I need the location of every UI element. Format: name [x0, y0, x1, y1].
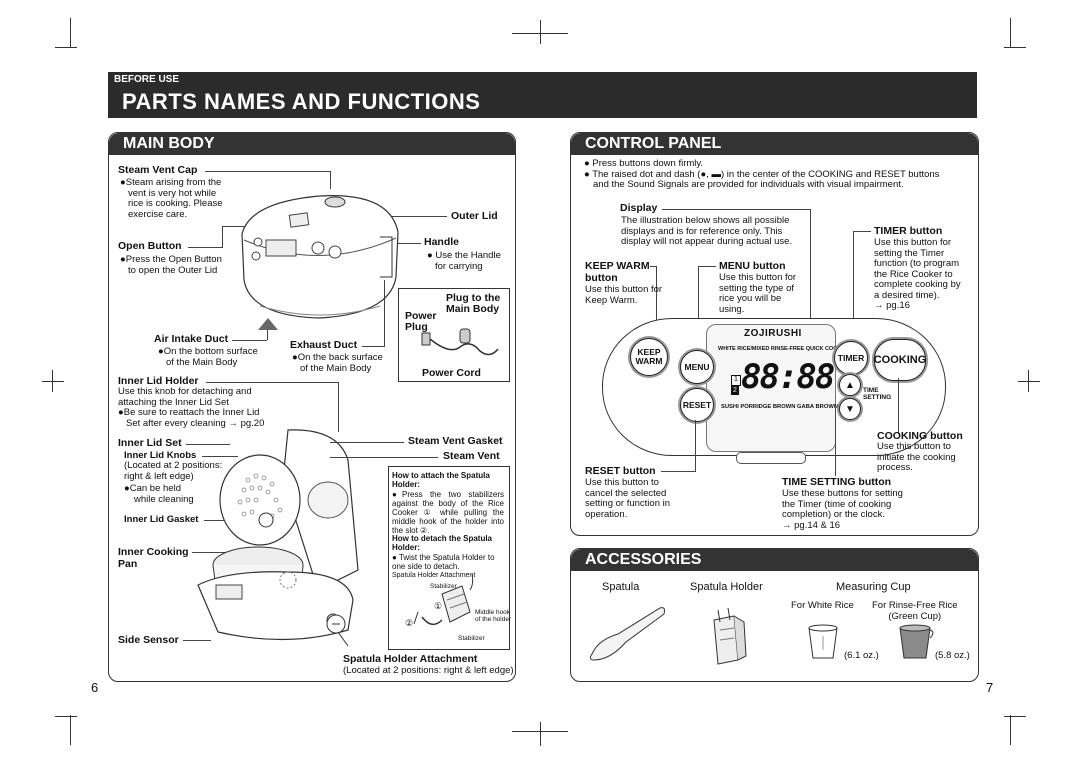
inner-lid-knobs-desc: (Located at 2 positions: right & left ed…: [124, 460, 223, 505]
main-body-heading: MAIN BODY: [109, 133, 515, 155]
accessories-heading: ACCESSORIES: [571, 549, 978, 571]
steam-vent-cap-desc: ●Steam arising from the vent is very hot…: [120, 177, 223, 220]
title-banner: BEFORE USE PARTS NAMES AND FUNCTIONS: [108, 72, 977, 118]
circle-1: ①: [434, 601, 443, 611]
reset-label: RESET button: [585, 465, 656, 477]
open-button-label: Open Button: [118, 240, 182, 252]
open-cooker-illustration: [197, 429, 359, 641]
triangle-up-icon: ▲: [845, 379, 855, 391]
cooking-button[interactable]: COOKING: [874, 339, 926, 381]
spatula-holder-attachment-label: Spatula Holder Attachment: [343, 653, 478, 665]
white-rice-label: For White Rice: [791, 600, 854, 611]
inner-cooking-pan-label: Inner Cooking Pan: [118, 546, 189, 570]
keep-warm-desc: Use this button for Keep Warm.: [585, 284, 663, 306]
panel-slot: [736, 452, 806, 464]
spatula-holder-icon: [713, 608, 747, 665]
time-up-button[interactable]: ▲: [839, 374, 861, 396]
steam-vent-cap-label: Steam Vent Cap: [118, 164, 198, 176]
lcd-1: 1: [731, 375, 741, 386]
measuring-cup-label: Measuring Cup: [836, 581, 911, 593]
plug-box: [398, 288, 510, 382]
accessories-section: ACCESSORIES: [570, 548, 979, 682]
time-setting-panel-label: TIME SETTING: [863, 387, 892, 401]
lcd-2: 2: [731, 386, 739, 395]
inner-lid-set-label: Inner Lid Set: [118, 437, 182, 449]
rinse-free-label: For Rinse-Free Rice (Green Cup): [872, 600, 958, 622]
spatula-icon: [589, 607, 665, 661]
stabilizer-label-top: Stabilizer: [430, 583, 457, 590]
menu-button[interactable]: MENU: [680, 350, 714, 384]
menu-label: MENU button: [719, 260, 786, 272]
steam-vent-gasket-label: Steam Vent Gasket: [408, 435, 503, 447]
howto-detach-title: How to detach the Spatula Holder:: [392, 534, 493, 552]
section-label: BEFORE USE: [114, 74, 180, 85]
handle-desc: ● Use the Handle for carrying: [427, 250, 501, 272]
keep-warm-button[interactable]: KEEP WARM: [630, 338, 668, 376]
reset-button[interactable]: RESET: [680, 388, 714, 422]
inner-lid-gasket-label: Inner Lid Gasket: [124, 514, 199, 525]
spatula-attachment-callout: [326, 614, 349, 647]
triangle-down-icon: ▼: [845, 403, 855, 415]
inner-lid-knobs-label: Inner Lid Knobs: [124, 450, 197, 461]
keep-warm-label: KEEP WARM button: [585, 260, 650, 284]
reset-desc: Use this button to cancel the selected s…: [585, 477, 671, 520]
outer-lid-label: Outer Lid: [451, 210, 498, 222]
display-label: Display: [620, 202, 658, 214]
brand-logo: ZOJIRUSHI: [744, 328, 802, 339]
air-intake-label: Air Intake Duct: [154, 333, 229, 345]
page-title: PARTS NAMES AND FUNCTIONS: [122, 89, 481, 114]
timer-label: TIMER button: [874, 225, 943, 237]
oz2-label: (5.8 oz.): [935, 650, 970, 661]
exhaust-duct-label: Exhaust Duct: [290, 339, 358, 351]
time-down-button[interactable]: ▼: [839, 398, 861, 420]
howto-detach-desc: ● Twist the Spatula Holder to one side t…: [392, 553, 495, 571]
spatula-label: Spatula: [602, 581, 640, 593]
howto-attach-desc: ●Press the two stabilizers against the b…: [392, 490, 504, 535]
timer-desc: Use this button for setting the Timer fu…: [874, 237, 961, 311]
timer-button[interactable]: TIMER: [834, 341, 868, 375]
lcd-digits: 88:88: [741, 357, 835, 397]
spatula-holder-attachment-desc: (Located at 2 positions: right & left ed…: [343, 665, 514, 676]
side-sensor-label: Side Sensor: [118, 634, 179, 646]
power-plug-label: Power Plug: [405, 310, 437, 333]
green-cup-icon: [899, 624, 934, 659]
plug-main-body-label: Plug to the Main Body: [446, 292, 501, 315]
open-button-desc: ●Press the Open Button to open the Outer…: [120, 254, 222, 276]
cooking-label: COOKING button: [877, 430, 963, 442]
air-intake-arrow-icon: [258, 318, 278, 330]
page-number-left: 6: [91, 680, 99, 695]
cooking-desc: Use this button to initiate the cooking …: [877, 441, 956, 473]
howto-fig-title: Spatula Holder Attachment: [392, 572, 476, 579]
display-desc: The illustration below shows all possibl…: [621, 215, 793, 247]
handle-label: Handle: [424, 236, 460, 248]
control-panel-notes: ● Press buttons down firmly. ● The raise…: [584, 158, 940, 190]
inner-lid-holder-desc: Use this knob for detaching and attachin…: [118, 386, 265, 429]
lcd-bottom-menu: SUSHI PORRIDGE BROWN GABA BROWN: [721, 404, 839, 410]
page-number-right: 7: [986, 680, 994, 695]
stabilizer-label-bottom: Stabilizer: [458, 635, 485, 642]
middle-hook-label: Middle hook of the holder: [475, 609, 512, 623]
control-panel-heading: CONTROL PANEL: [571, 133, 978, 155]
howto-attach-title: How to attach the Spatula Holder:: [392, 471, 490, 489]
power-cord-label: Power Cord: [422, 367, 481, 379]
lcd-display-frame: [706, 324, 836, 452]
power-cord-icon: [421, 328, 499, 356]
steam-vent-label: Steam Vent: [443, 450, 500, 462]
air-intake-desc: ●On the bottom surface of the Main Body: [158, 346, 258, 368]
oz1-label: (6.1 oz.): [844, 650, 879, 661]
spatula-howto-box: [388, 466, 510, 650]
white-cup-icon: [808, 624, 838, 659]
exhaust-duct-desc: ●On the back surface of the Main Body: [292, 352, 383, 374]
rice-cooker-illustration: [241, 195, 399, 319]
time-setting-desc: Use these buttons for setting the Timer …: [782, 488, 903, 531]
menu-desc: Use this button for setting the type of …: [719, 272, 797, 315]
spatula-holder-label: Spatula Holder: [690, 581, 763, 593]
lcd-top-menu: WHITE RICE/MIXED RINSE-FREE QUICK COOKIN…: [718, 346, 852, 352]
spatula-holder-attach-icon: [413, 573, 474, 626]
time-setting-label: TIME SETTING button: [782, 476, 892, 488]
circle-2: ②: [405, 618, 414, 628]
inner-lid-holder-label: Inner Lid Holder: [118, 375, 199, 387]
